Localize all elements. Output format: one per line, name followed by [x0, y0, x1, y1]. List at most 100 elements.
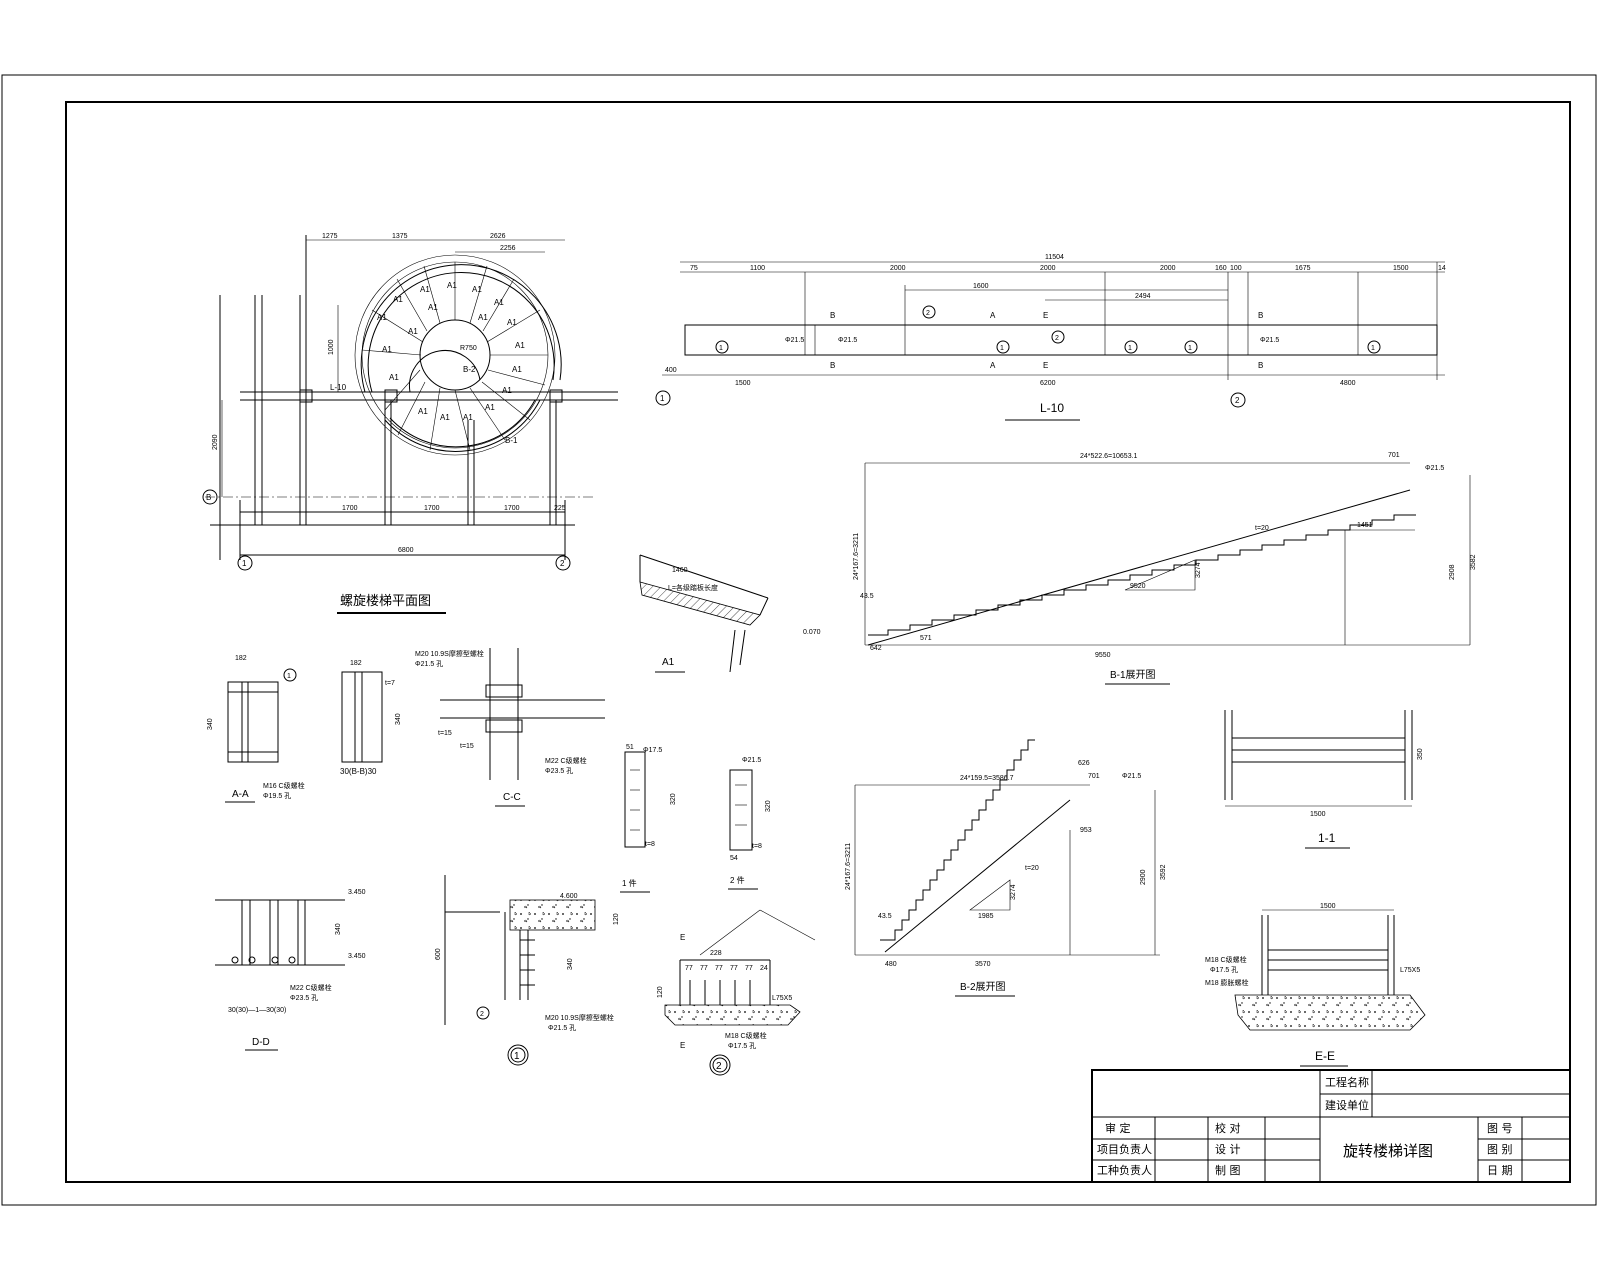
tread-a1-detail: 1460 L=各级踏板长度 A1 — [639, 554, 769, 673]
svg-text:3592: 3592 — [1160, 864, 1167, 880]
svg-text:1375: 1375 — [392, 233, 408, 240]
svg-text:Φ19.5 孔: Φ19.5 孔 — [263, 792, 291, 800]
svg-text:1: 1 — [660, 394, 665, 403]
svg-text:1451: 1451 — [1357, 522, 1373, 529]
svg-text:M18 C级螺栓: M18 C级螺栓 — [725, 1031, 767, 1040]
svg-text:3570: 3570 — [975, 961, 991, 968]
sec-cc-title: C-C — [503, 792, 521, 803]
svg-text:t=15: t=15 — [460, 743, 474, 750]
svg-text:t=15: t=15 — [438, 730, 452, 737]
svg-text:M18 膨胀螺栓: M18 膨胀螺栓 — [1205, 978, 1249, 987]
svg-text:77: 77 — [730, 965, 738, 972]
sec-dd-title: D-D — [252, 1037, 270, 1048]
svg-text:9520: 9520 — [1130, 583, 1146, 590]
tb-client: 建设单位 — [1325, 1098, 1369, 1112]
svg-text:51: 51 — [626, 744, 634, 751]
svg-text:77: 77 — [715, 965, 723, 972]
svg-text:1700: 1700 — [424, 505, 440, 512]
svg-text:1: 1 — [1188, 345, 1192, 352]
svg-text:Φ17.5: Φ17.5 — [643, 747, 662, 754]
svg-text:2090: 2090 — [212, 434, 219, 450]
svg-text:A1: A1 — [485, 403, 495, 412]
svg-text:B-1: B-1 — [505, 436, 518, 445]
svg-text:2: 2 — [1055, 335, 1059, 342]
svg-text:A1: A1 — [472, 285, 482, 294]
svg-text:24*167.6=3211: 24*167.6=3211 — [853, 533, 860, 580]
sec-bb-title: 30(B-B)30 — [340, 767, 377, 776]
svg-text:2256: 2256 — [500, 245, 516, 252]
b2-title: B-2展开图 — [960, 981, 1006, 993]
section-c-c: M20 10.9S摩擦型螺栓 Φ21.5 孔 M22 C级螺栓 Φ23.5 孔 … — [415, 648, 605, 807]
sec-aa-title: A-A — [232, 789, 249, 800]
svg-text:L75X5: L75X5 — [1400, 967, 1420, 974]
svg-text:M16 C级螺栓: M16 C级螺栓 — [263, 781, 305, 790]
a1-title: A1 — [662, 657, 675, 668]
svg-text:Φ17.5 孔: Φ17.5 孔 — [728, 1042, 756, 1050]
svg-text:B: B — [830, 361, 835, 370]
svg-text:1: 1 — [242, 559, 247, 568]
svg-text:E: E — [1043, 311, 1048, 320]
svg-text:2000: 2000 — [1040, 265, 1056, 272]
svg-text:A1: A1 — [502, 386, 512, 395]
svg-text:1000: 1000 — [328, 339, 335, 355]
part2-title: 2 件 — [730, 875, 745, 885]
svg-text:24: 24 — [760, 965, 768, 972]
tb-discipline-lead: 工种负责人 — [1097, 1163, 1152, 1177]
svg-text:A: A — [990, 361, 996, 370]
svg-text:626: 626 — [1078, 760, 1090, 767]
svg-text:2900: 2900 — [1140, 869, 1147, 885]
svg-text:77: 77 — [700, 965, 708, 972]
svg-text:160: 160 — [1215, 265, 1227, 272]
svg-text:4800: 4800 — [1340, 380, 1356, 387]
plan-title: 螺旋楼梯平面图 — [340, 593, 431, 608]
detail-2: 77 77 77 77 77 24 228 120 M18 C级螺栓 Φ17.5… — [657, 909, 816, 1076]
svg-text:Φ23.5 孔: Φ23.5 孔 — [545, 767, 573, 775]
svg-text:120: 120 — [657, 986, 664, 998]
svg-text:1: 1 — [719, 345, 723, 352]
svg-text:320: 320 — [670, 793, 677, 805]
svg-text:t=8: t=8 — [752, 843, 762, 850]
svg-text:701: 701 — [1088, 773, 1100, 780]
svg-text:340: 340 — [395, 713, 402, 725]
svg-text:1985: 1985 — [978, 913, 994, 920]
svg-text:30(30)—1—30(30): 30(30)—1—30(30) — [228, 1007, 286, 1014]
svg-text:E: E — [680, 933, 685, 942]
svg-text:A1: A1 — [512, 365, 522, 374]
tb-date: 日 期 — [1487, 1164, 1513, 1177]
svg-text:480: 480 — [885, 961, 897, 968]
svg-text:571: 571 — [920, 635, 932, 642]
svg-text:Φ21.5: Φ21.5 — [1425, 465, 1444, 472]
detail1-title: 1 — [514, 1051, 520, 1062]
plan-axis-b: B — [206, 493, 211, 502]
svg-text:2626: 2626 — [490, 233, 506, 240]
svg-text:Φ21.5: Φ21.5 — [785, 337, 804, 344]
svg-text:77: 77 — [745, 965, 753, 972]
section-a-a: 182 340 M16 C级螺栓 Φ19.5 孔 1 A-A — [207, 655, 305, 803]
svg-text:1500: 1500 — [735, 380, 751, 387]
svg-text:A1: A1 — [428, 303, 438, 312]
svg-text:24*167.6=3211: 24*167.6=3211 — [845, 843, 852, 890]
svg-text:6200: 6200 — [1040, 380, 1056, 387]
section-d-d: 3.450 3.450 M22 C级螺栓 Φ23.5 孔 340 30(30)—… — [215, 889, 366, 1051]
stringer-b2-unfolded: 1985 3274 24*159.5=3586.7 626 701 Φ21.5 … — [845, 739, 1167, 997]
svg-text:A1: A1 — [494, 298, 504, 307]
svg-text:B: B — [1258, 361, 1263, 370]
svg-text:1500: 1500 — [1320, 903, 1336, 910]
tb-drawing-no: 图 号 — [1487, 1122, 1513, 1135]
svg-text:M22 C级螺栓: M22 C级螺栓 — [290, 983, 332, 992]
stringer-b1-unfolded: 9520 3274 24*522.6=10653.1 701 Φ21.5 145… — [803, 452, 1477, 685]
svg-text:2: 2 — [560, 559, 565, 568]
svg-text:2: 2 — [926, 310, 930, 317]
svg-text:E: E — [680, 1041, 685, 1050]
svg-text:1: 1 — [1128, 345, 1132, 352]
svg-text:14: 14 — [1438, 265, 1446, 272]
svg-text:B: B — [830, 311, 835, 320]
svg-text:1675: 1675 — [1295, 265, 1311, 272]
svg-text:B-2: B-2 — [463, 365, 476, 374]
svg-text:A1: A1 — [420, 285, 430, 294]
svg-text:340: 340 — [335, 923, 342, 935]
svg-text:3.450: 3.450 — [348, 889, 366, 896]
outer-frame — [1, 74, 1597, 1206]
tb-project-name: 工程名称 — [1325, 1075, 1369, 1089]
svg-text:182: 182 — [350, 660, 362, 667]
